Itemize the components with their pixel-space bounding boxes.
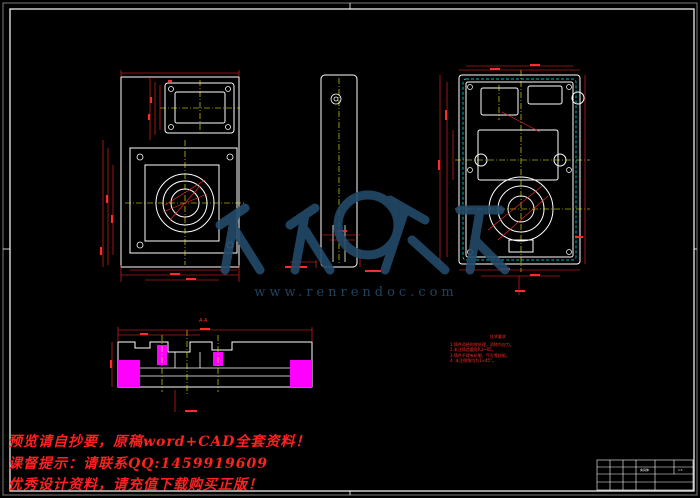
watermark-logo bbox=[215, 190, 510, 275]
watermark-url: www.renrendoc.com bbox=[254, 285, 458, 300]
section-view bbox=[110, 327, 313, 412]
inner-frame bbox=[9, 8, 695, 492]
top-view bbox=[438, 64, 590, 295]
frame-center-marks bbox=[3, 3, 697, 495]
front-view bbox=[100, 70, 245, 282]
technical-requirements: 技术要求 1.铸件须经时效处理，消除内应力。 2.未注铸造圆角R3~R5。 3.… bbox=[450, 334, 540, 364]
section-label: A-A bbox=[199, 318, 208, 324]
promo-line: 优秀设计资料，请充值下载购买正版！ bbox=[8, 477, 263, 493]
notes-item: 2.未注铸造圆角R3~R5。 bbox=[450, 347, 496, 352]
title-block bbox=[596, 459, 694, 491]
notes-item: 3.铸件不得有砂眼、气孔等缺陷。 bbox=[450, 352, 510, 358]
notes-item: 1.铸件须经时效处理，消除内应力。 bbox=[450, 341, 514, 347]
title-block-scale: 1:1 bbox=[678, 468, 683, 472]
title-block-drawing-name: 夹具体 bbox=[640, 467, 649, 472]
promo-line: 预览请自抄要，原稿word+CAD全套资料！ bbox=[8, 434, 311, 450]
notes-title: 技术要求 bbox=[490, 334, 506, 339]
notes-item: 4. 未注倒角均为1×45°。 bbox=[450, 358, 497, 363]
promo-line: 课督提示：请联系QQ:1459919609 bbox=[8, 456, 268, 472]
